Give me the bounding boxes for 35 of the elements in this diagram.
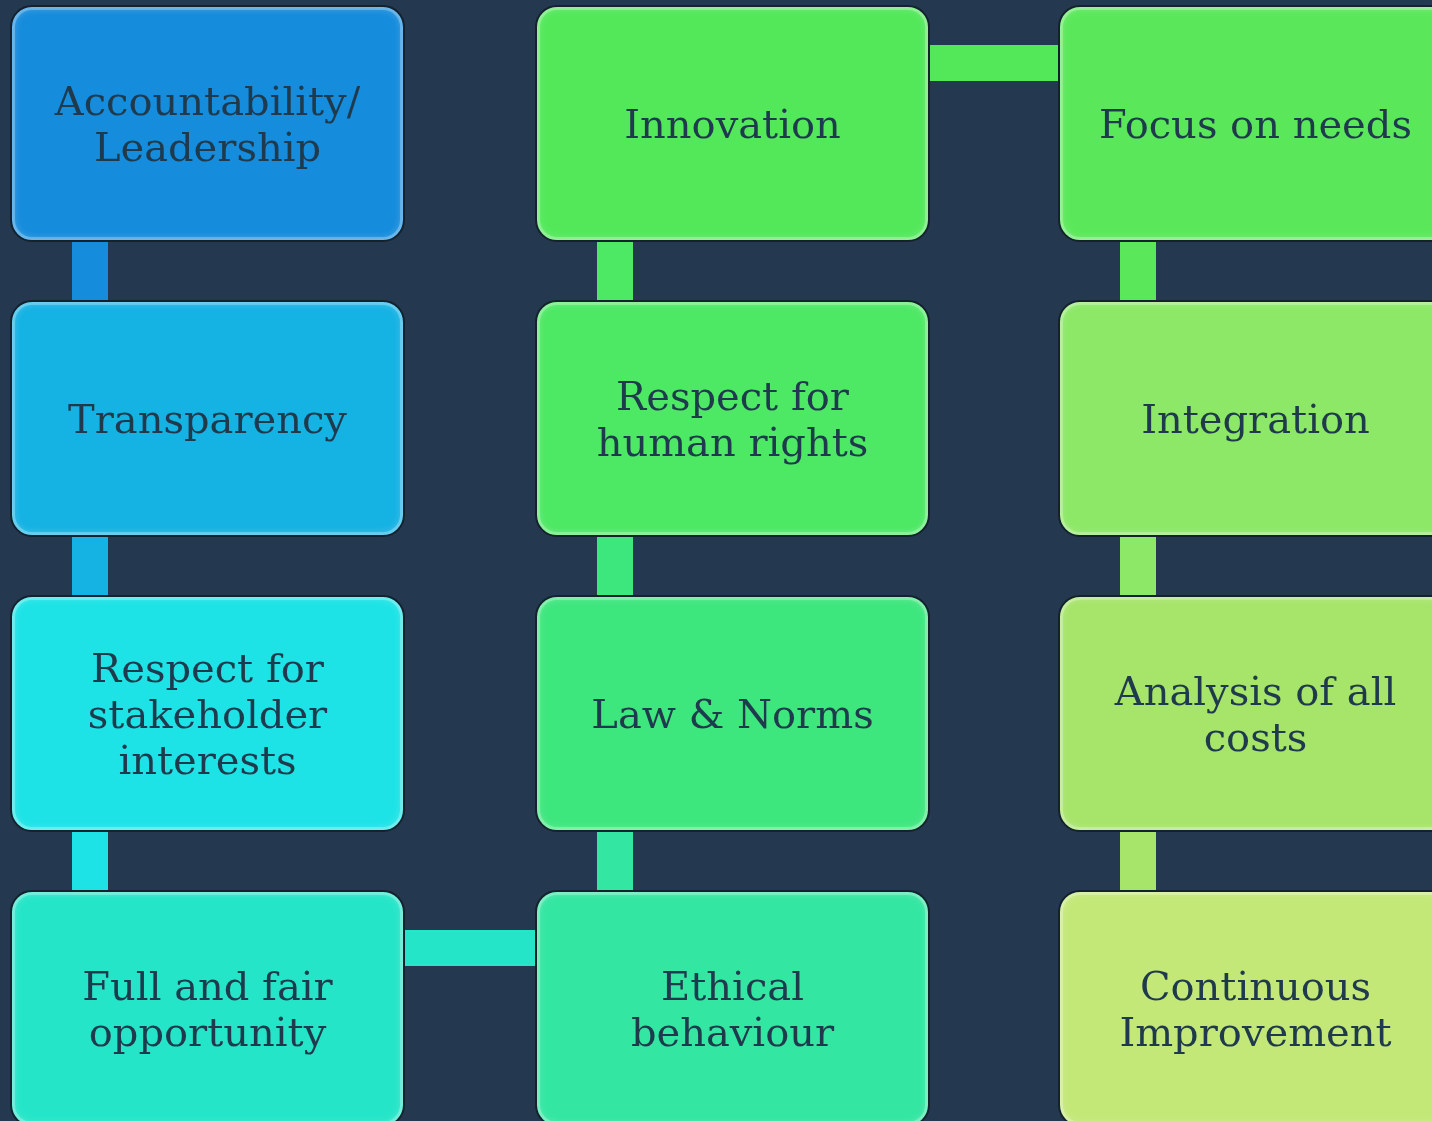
connector-bar <box>1120 832 1156 890</box>
rounded-box <box>10 300 405 537</box>
rounded-box <box>535 890 930 1121</box>
connector-bar <box>930 45 1058 81</box>
connector-bar <box>72 832 108 890</box>
box-label: Transparency <box>67 395 348 442</box>
rounded-box <box>1058 300 1432 537</box>
rounded-box <box>1058 595 1432 832</box>
box-label: Ethical behaviour <box>629 962 836 1055</box>
box-label: Law & Norms <box>590 690 875 737</box>
rounded-box <box>535 300 930 537</box>
box-label: Focus on needs <box>1098 100 1413 147</box>
connector-bar <box>597 832 633 890</box>
box-label: Accountability/ Leadership <box>53 77 362 170</box>
connector-bar <box>405 930 535 966</box>
box-label: Continuous Improvement <box>1118 962 1393 1055</box>
connector-bar <box>72 537 108 595</box>
rounded-box <box>1058 890 1432 1121</box>
box-label: Respect for human rights <box>595 372 870 465</box>
box-label: Integration <box>1140 395 1371 442</box>
connector-bar <box>1120 537 1156 595</box>
rounded-box <box>10 5 405 242</box>
connector-bar <box>1120 242 1156 300</box>
rounded-box <box>535 5 930 242</box>
rounded-box <box>10 595 405 832</box>
connector-bar <box>597 537 633 595</box>
box-label: Full and fair opportunity <box>81 962 334 1055</box>
rounded-box <box>535 595 930 832</box>
rounded-box <box>10 890 405 1121</box>
box-label: Analysis of all costs <box>1113 667 1398 760</box>
box-label: Respect for stakeholder interests <box>86 644 329 783</box>
connector-bar <box>597 242 633 300</box>
box-label: Innovation <box>623 100 842 147</box>
connector-bar <box>72 242 108 300</box>
rounded-box <box>1058 5 1432 242</box>
